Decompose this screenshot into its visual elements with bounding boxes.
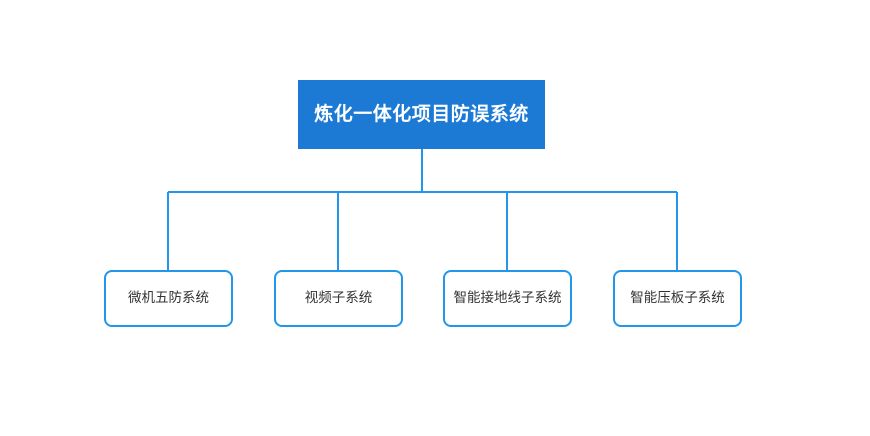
child-node-2-label: 视频子系统 <box>304 290 373 306</box>
child-node-4[interactable]: 智能压板子系统 <box>613 270 742 327</box>
child-node-1[interactable]: 微机五防系统 <box>104 270 233 327</box>
child-node-2[interactable]: 视频子系统 <box>274 270 403 327</box>
child-node-4-label: 智能压板子系统 <box>630 290 725 306</box>
root-node[interactable]: 炼化一体化项目防误系统 <box>298 80 545 149</box>
root-node-label: 炼化一体化项目防误系统 <box>314 103 529 125</box>
child-node-3[interactable]: 智能接地线子系统 <box>443 270 572 327</box>
child-node-1-label: 微机五防系统 <box>128 290 209 306</box>
child-node-3-label: 智能接地线子系统 <box>453 290 562 306</box>
